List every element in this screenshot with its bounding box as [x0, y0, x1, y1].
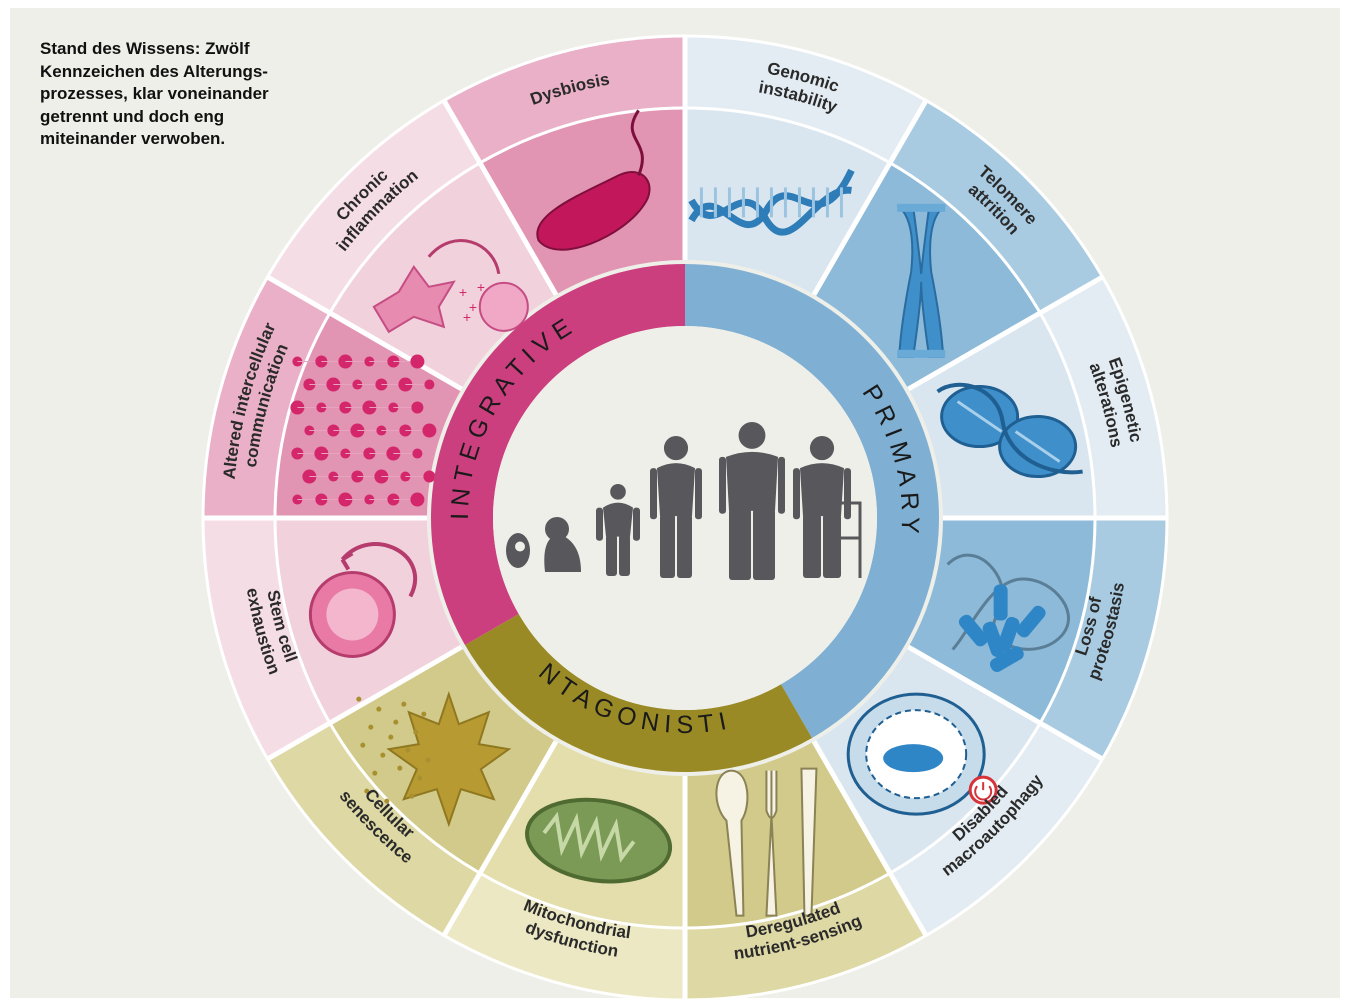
inflammation-cell-icon: ++++: [372, 239, 529, 334]
stem-cell-icon: [308, 542, 418, 658]
sector-divider: [811, 740, 929, 937]
caption-line: getrennt und doch eng: [40, 106, 225, 126]
sector-dividers: [201, 34, 1169, 1002]
hallmark-label-band: [890, 723, 1103, 936]
decaying-leaf-icon: [356, 691, 512, 828]
adolescent-icon: [650, 436, 702, 578]
sector-divider: [907, 644, 1104, 762]
hallmark-label-band: [267, 100, 480, 314]
sector-divider: [441, 99, 559, 296]
svg-text:+: +: [463, 309, 471, 325]
cell-network-icon: [290, 354, 437, 507]
sector-divider: [441, 740, 559, 937]
sector-divider: [811, 99, 929, 296]
sector-divider: [266, 644, 463, 762]
mitochondrion-icon: [525, 797, 673, 884]
center-disc: [493, 326, 877, 710]
hallmark-icons: ++++: [290, 109, 1083, 917]
sector-divider: [907, 274, 1104, 392]
autophagosome-icon: [846, 692, 998, 816]
hallmark-label-band: [444, 35, 685, 163]
svg-text:+: +: [459, 284, 467, 300]
hallmark-sector: [329, 162, 556, 389]
hallmark-label-band: [685, 36, 926, 163]
bacterium-icon: [536, 109, 651, 251]
hallmark-label-band: [444, 873, 685, 1000]
hallmark-label-band: [890, 100, 1103, 314]
svg-text:+: +: [469, 299, 477, 315]
hallmark-label-band: [203, 518, 330, 759]
caption-line: Kennzeichen des Alterungs-: [40, 61, 268, 81]
hallmark-label-band: [203, 277, 330, 518]
protein-icon: [946, 553, 1070, 673]
toddler-icon: [596, 484, 640, 576]
figure-caption: Stand des Wissens: Zwölf Kennzeichen des…: [40, 38, 330, 151]
infant-icon: [544, 517, 581, 572]
antagonistic-category-band: [465, 614, 812, 773]
dna-icon: [688, 168, 855, 236]
hallmark-label-band: [1040, 518, 1167, 759]
sector-divider: [266, 274, 463, 392]
caption-line: miteinander verwoben.: [40, 129, 226, 148]
label-band-border: [273, 106, 1097, 930]
nucleosome-icon: [936, 382, 1083, 479]
caption-line: Stand des Wissens: Zwölf: [40, 39, 250, 58]
hallmark-label-band: [685, 873, 926, 1000]
chromosome-icon: [896, 203, 946, 358]
integrative-category-band: [431, 264, 685, 645]
hallmark-label-band: [1040, 277, 1167, 518]
embryo-icon: [506, 533, 530, 568]
wheel-outline: [201, 34, 1169, 1002]
caption-line: prozesses, klar voneinander: [40, 84, 269, 103]
svg-text:+: +: [477, 279, 485, 295]
cutlery-icon: [715, 767, 818, 917]
adult-icon: [719, 422, 785, 580]
primary-category-band: [685, 264, 939, 738]
elderly-icon: [793, 436, 862, 579]
hallmark-label-band: [267, 723, 480, 936]
